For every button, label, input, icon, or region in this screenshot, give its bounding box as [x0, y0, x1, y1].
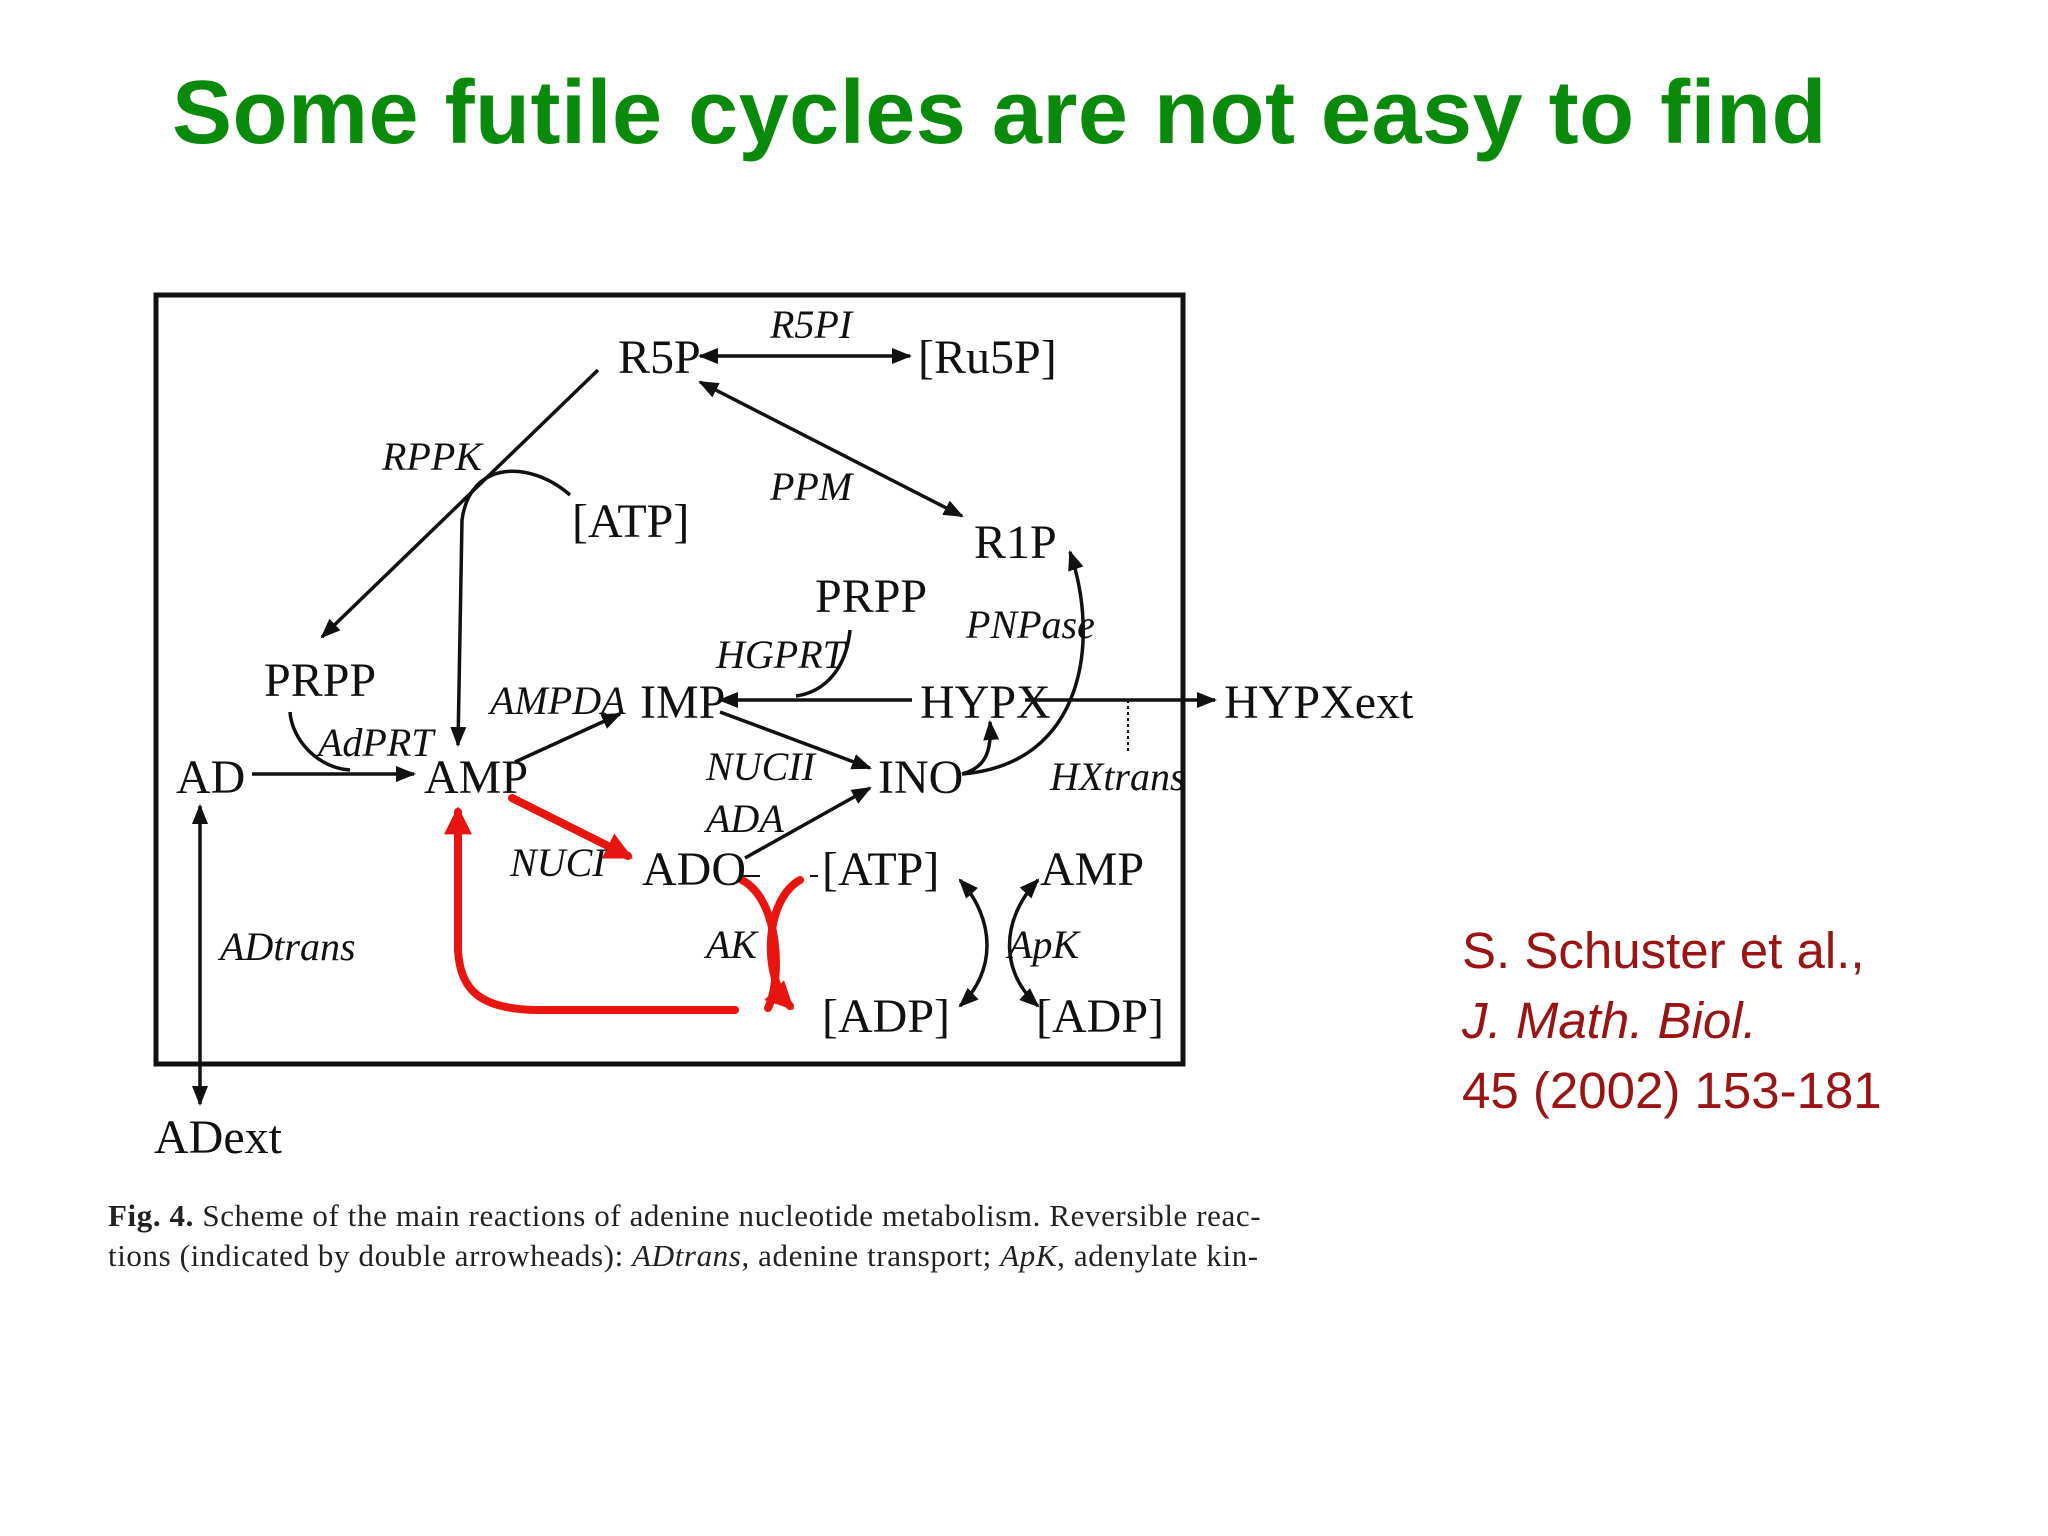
enzyme-apk: ApK: [1005, 922, 1081, 967]
ampda-arrow: [514, 712, 622, 764]
caption-line-1-text: Scheme of the main reactions of adenine …: [194, 1198, 1262, 1233]
node-amp: AMP: [424, 751, 528, 804]
enzyme-labels: R5PI RPPK PPM PNPase HGPRT AMPDA AdPRT N…: [217, 302, 1186, 969]
enzyme-adprt: AdPRT: [315, 720, 436, 765]
enzyme-adtrans: ADtrans: [217, 924, 356, 969]
node-r1p: R1P: [974, 516, 1057, 569]
citation-journal: J. Math. Biol.: [1462, 992, 1757, 1049]
ppm-arrow: [698, 380, 964, 518]
figure-frame: [153, 292, 1186, 1067]
caption-term-apk: ApK: [1000, 1238, 1058, 1273]
nuci-red-arrow: [508, 794, 634, 860]
atp-to-amp-arrow: [450, 469, 572, 747]
node-atp-mid: [ATP]: [822, 843, 939, 896]
caption-fig-label: Fig. 4.: [108, 1198, 194, 1233]
caption-line-2-part-a: tions (indicated by double arrowheads):: [108, 1238, 633, 1273]
adp-to-amp-red-arrow: [444, 806, 739, 1014]
enzyme-ada: ADA: [703, 796, 784, 841]
reaction-arrows: [192, 348, 1217, 1106]
ada-arrow: [744, 786, 872, 860]
caption-line-2-part-c: , adenylate kin-: [1057, 1238, 1259, 1273]
enzyme-ampda: AMPDA: [487, 678, 626, 723]
node-atp-top: [ATP]: [572, 495, 689, 548]
rppk-arrow: [320, 368, 600, 639]
node-hypxext: HYPXext: [1224, 676, 1414, 729]
figure-caption: Fig. 4. Scheme of the main reactions of …: [108, 1196, 1261, 1276]
enzyme-ak: AK: [703, 922, 759, 967]
ak-red-curve-right: [764, 876, 804, 1010]
enzyme-ppm: PPM: [769, 464, 855, 509]
node-prpp-right: PRPP: [815, 570, 927, 623]
node-ru5p: [Ru5P]: [918, 331, 1057, 384]
hgprt-curve: [795, 629, 852, 698]
node-imp: IMP: [640, 676, 725, 729]
node-amp-right: AMP: [1040, 843, 1144, 896]
node-adp-right: [ADP]: [1036, 990, 1164, 1043]
metabolite-labels: R5P [Ru5P] [ATP] R1P PRPP PRPP IMP HYPX …: [154, 331, 1414, 1164]
node-ado: ADO: [642, 843, 746, 896]
enzyme-r5pi: R5PI: [769, 302, 854, 347]
futile-cycle-highlight: [444, 794, 804, 1014]
pnpase-arrow: [961, 550, 1085, 776]
node-hypx: HYPX: [920, 676, 1051, 729]
nucii-arrow: [719, 710, 872, 770]
enzyme-rppk: RPPK: [381, 434, 484, 479]
caption-line-2-part-b: , adenine transport;: [741, 1238, 1001, 1273]
enzyme-nucii: NUCII: [705, 744, 817, 789]
ino-to-hypx-arrow: [961, 720, 1000, 776]
slide-title: Some futile cycles are not easy to find: [172, 63, 1828, 163]
adprt-curve: [288, 711, 351, 772]
node-r5p: R5P: [618, 331, 701, 384]
caption-line-2: tions (indicated by double arrowheads): …: [108, 1236, 1261, 1276]
node-prpp-left: PRPP: [264, 654, 376, 707]
enzyme-nuci: NUCI: [509, 840, 607, 885]
node-adext: ADext: [154, 1111, 283, 1164]
node-ad: AD: [176, 751, 245, 804]
citation: S. Schuster et al., J. Math. Biol. 45 (2…: [1462, 916, 1882, 1126]
caption-line-1: Fig. 4. Scheme of the main reactions of …: [108, 1196, 1261, 1236]
node-adp-left: [ADP]: [822, 990, 950, 1043]
node-ino: INO: [878, 751, 963, 804]
enzyme-pnpase: PNPase: [965, 602, 1095, 647]
enzyme-hgprt: HGPRT: [715, 632, 848, 677]
citation-details: 45 (2002) 153-181: [1462, 1062, 1882, 1119]
apk-right-curve: [1007, 878, 1040, 1008]
caption-term-adtrans: ADtrans: [632, 1238, 742, 1273]
enzyme-hxtrans: HXtrans: [1049, 754, 1186, 799]
citation-authors: S. Schuster et al.,: [1462, 922, 1865, 979]
apk-left-curve: [958, 878, 989, 1008]
